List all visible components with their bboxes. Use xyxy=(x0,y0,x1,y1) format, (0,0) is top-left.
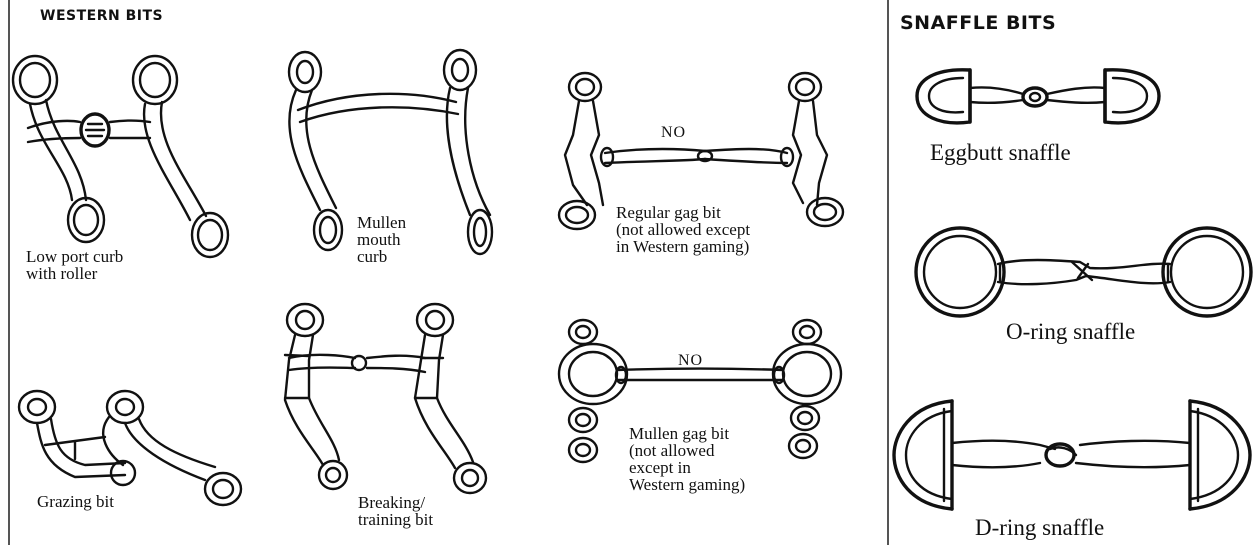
low-port-curb-caption: Low port curb with roller xyxy=(26,247,124,283)
mullen-gag-bit-caption: Mullen gag bit (not allowed except in We… xyxy=(629,424,746,494)
left-border xyxy=(8,0,10,545)
breaking-training-bit-illustration xyxy=(283,302,488,495)
regular-gag-bit-caption: Regular gag bit (not allowed except in W… xyxy=(616,203,751,256)
o-ring-snaffle-illustration xyxy=(914,226,1253,318)
grazing-bit-caption: Grazing bit xyxy=(37,492,114,511)
western-bits-heading: WESTERN BITS xyxy=(40,8,164,24)
d-ring-snaffle-caption: D-ring snaffle xyxy=(975,515,1105,540)
regular-gag-bit-illustration xyxy=(557,71,845,231)
low-port-curb-illustration xyxy=(11,54,230,259)
breaking-training-bit-caption: Breaking/ training bit xyxy=(358,493,434,529)
mullen-mouth-curb-illustration xyxy=(287,48,494,256)
mullen-mouth-curb-caption: Mullen mouth curb xyxy=(357,213,407,266)
regular-gag-no-label: NO xyxy=(661,124,687,141)
grazing-bit-illustration xyxy=(17,389,243,507)
o-ring-snaffle-caption: O-ring snaffle xyxy=(1006,319,1136,344)
snaffle-bits-heading: SNAFFLE BITS xyxy=(900,12,1057,34)
mullen-gag-no-label: NO xyxy=(678,352,704,369)
eggbutt-snaffle-illustration xyxy=(915,68,1161,125)
mullen-gag-bit-illustration xyxy=(557,318,843,464)
d-ring-snaffle-illustration xyxy=(892,399,1252,511)
eggbutt-snaffle-caption: Eggbutt snaffle xyxy=(930,140,1071,165)
section-divider xyxy=(887,0,889,545)
